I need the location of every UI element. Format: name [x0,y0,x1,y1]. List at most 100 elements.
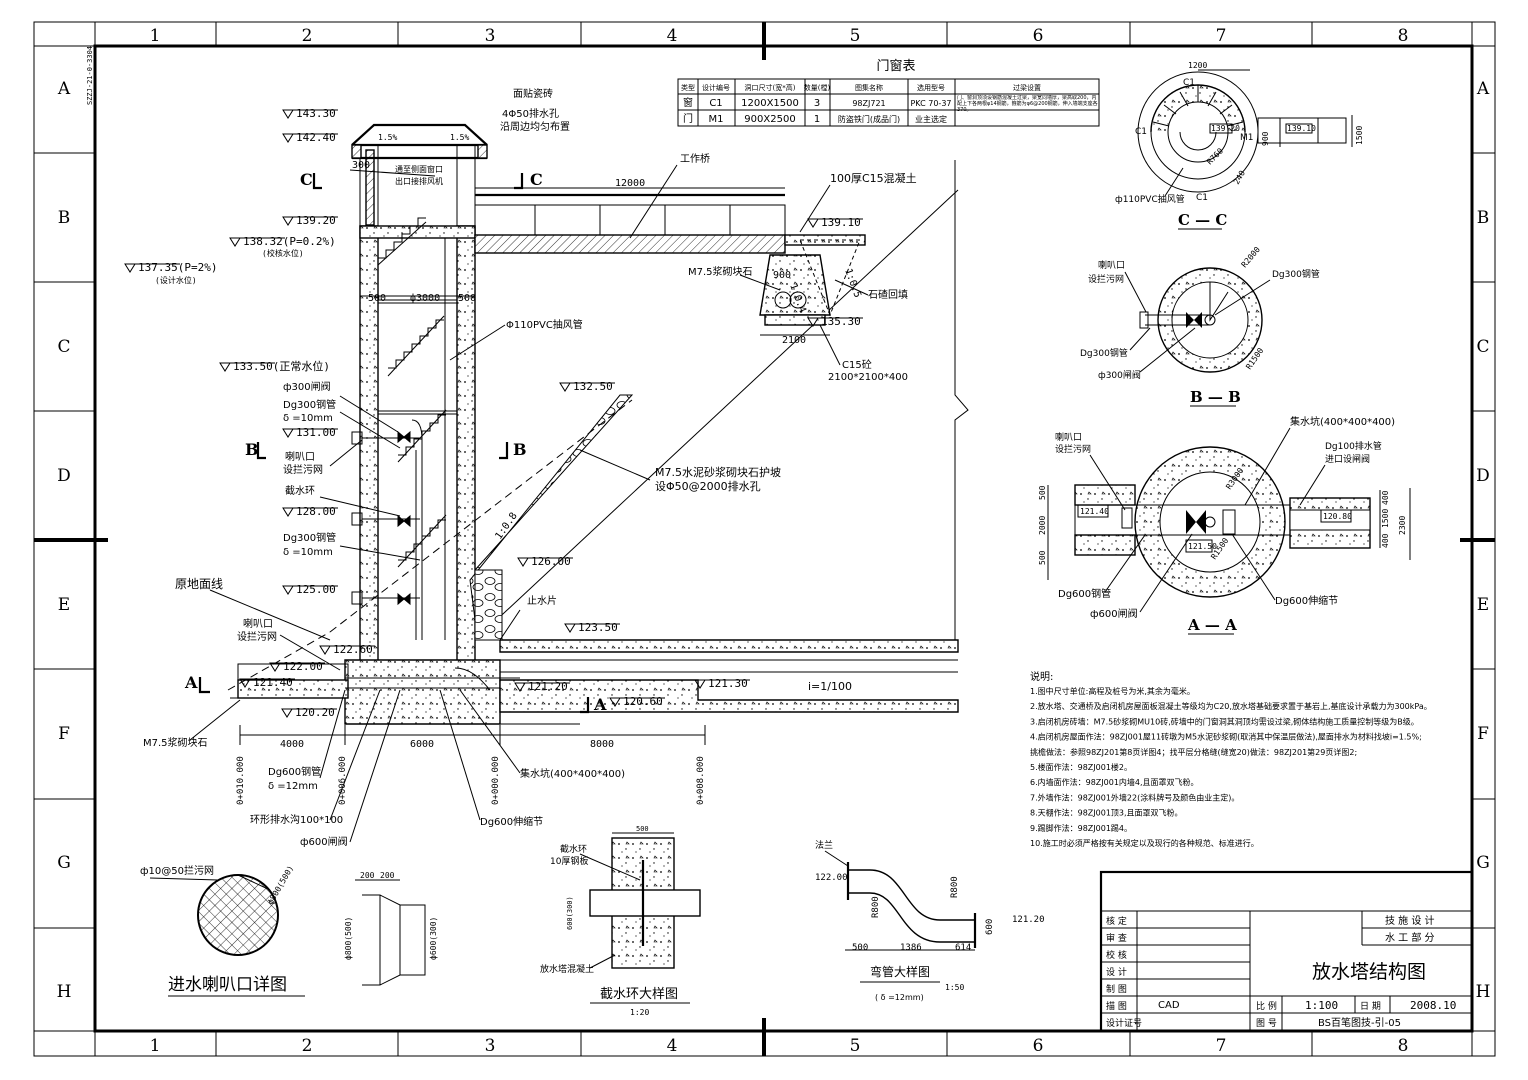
bell-label: 喇叭口 [285,451,315,463]
cc-title: C — C [1178,211,1227,229]
aa-bell: 喇叭口 [1055,431,1082,443]
aa-valve600: ф600闸阀 [1090,607,1138,620]
table-cell: PKC 70-37 [910,99,951,108]
table-header-cell: 选用型号 [917,83,945,92]
table-header-cell: 过梁设置 [1013,83,1041,92]
valve300-label: ф300闸阀 [283,380,331,393]
cc-level-2: 139.10 [1287,124,1316,133]
row-label-left: H [57,982,72,1002]
dim-4000: 4000 [280,739,304,750]
c15-block-label: C15砼 [842,358,872,371]
aa-level-2: 120.80 [1323,512,1352,521]
aa-dim-500-bot: 500 [1038,550,1047,565]
note-item: 3.启闭机房砖墙：M7.5砂浆砌MU10砖,砖墙中的门窗洞其洞顶均需设过梁,砌体… [1030,716,1419,726]
bell-label-2: 喇叭口 [243,618,273,630]
elbow-dim-600: 600 [985,919,995,935]
date-value: 2008.10 [1410,999,1456,1012]
table-header-cell: 类型 [681,83,695,92]
roof-tile-label: 面贴瓷砖 [513,87,553,100]
row-label-left: D [57,466,71,486]
note-item: 4.启闭机房屋面作法：98ZJ001屋11砖墩为M5水泥砂浆砌(取消其中保温层做… [1030,732,1422,742]
row-label-left: A [57,79,71,99]
table-header-cell: 图集名称 [855,83,883,92]
aa-trash: 设拦污网 [1055,443,1091,455]
dim-500-left: 500 [368,293,386,304]
drain-hole-label: 4Φ50排水孔 [502,107,559,120]
col-label-top: 2 [302,26,313,46]
bb-trash: 设拦污网 [1088,273,1124,285]
cc-dim-240: 240 [1232,169,1247,186]
slope-protect-label: M7.5水泥砂浆砌块石护坡 [655,465,781,479]
row-label-left: F [58,724,70,744]
row-label-left: E [58,595,70,615]
elbow-title: 弯管大样图 [870,964,930,979]
ring-dim-600: 600(300) [566,896,574,930]
row-label-right: F [1477,724,1489,744]
row-label-left: G [57,853,71,873]
m75-rock-label-2: M7.5浆砌块石 [143,736,208,749]
aa-dim-500-top: 500 [1038,485,1047,500]
aa-dim-1500: 1500 [1381,509,1390,528]
dg300-label-2: Dg300钢管 [283,531,336,544]
bell-dim-800: ф800(500) [344,917,353,960]
cc-c1-bottom: C1 [1196,193,1208,203]
dim-3000: ф3000 [410,292,440,304]
vent-note2: 出口接排风机 [395,176,443,186]
col-label-top: 1 [150,26,161,46]
bb-dg300-1: Dg300钢管 [1272,268,1320,280]
trash-gate-label: 设拦污网 [283,463,323,476]
cut-a-right: A [593,695,607,714]
drain-hole-layout: 沿周边均匀布置 [500,121,570,133]
col-label-bottom: 4 [667,1036,678,1056]
station-2: 0+006.000 [338,756,348,805]
dim-300: 300 [352,160,370,171]
row-label-right: H [1476,982,1491,1002]
section-bb: 喇叭口 设拦污网 Dg300钢管 Dg300钢管 ф300闸阀 R2000 R1… [1080,245,1320,407]
elbow-dim-614: 614 [955,943,971,953]
col-label-top: 8 [1398,26,1409,46]
dept-1: 技 施 设 计 [1385,914,1435,927]
drain-holes-label: 设Φ50@2000排水孔 [655,479,761,493]
section-aa: 121.40 120.80 121.50 500 2000 500 400 15… [1038,415,1411,635]
aa-dg600: Dg600钢管 [1058,587,1111,600]
elbow-detail: 法兰 122.00 121.20 R800 R800 500 1386 614 … [815,839,1045,1002]
row-label-left: B [58,208,71,228]
table-title: 门窗表 [876,58,915,74]
cc-c1-top: C1 [1183,78,1195,88]
water-stop-label: 止水片 [527,594,557,607]
aa-dim-2300: 2300 [1398,516,1407,535]
col-label-bottom: 7 [1216,1036,1227,1056]
delta10-label-2: δ =10mm [283,547,333,558]
elbow-level-1: 122.00 [815,873,848,883]
lintel-note: 门、窗洞顶须设钢筋混凝土过梁，梁宽同墙厚，梁高取200，内配上下各两根φ14钢筋… [957,95,1098,113]
elevation-note: (校核水位) [262,248,304,258]
elevation-label: 138.32(P=0.2%) [243,235,336,248]
aa-dg100: Dg100排水管 [1325,440,1382,452]
drawn-by: CAD [1158,1000,1180,1011]
cut-c-right: C [530,170,543,189]
elbow-flange: 法兰 [815,839,833,851]
note-item: 8.天棚作法：98ZJ001顶3,且面罩双飞粉。 [1030,808,1183,818]
delta12-label: δ =12mm [268,781,318,792]
bell-dim-200-2: 200 [380,871,395,880]
table-cell: 3 [814,98,820,109]
elevation-label: 133.50(正常水位) [233,359,330,373]
table-header-cell: 设计编号 [702,83,730,92]
backfill-label: 石碴回填 [868,288,908,301]
title-block-label: 设计证号 [1106,1017,1142,1029]
elbow-r800-1: R800 [871,896,881,918]
col-label-bottom: 2 [302,1036,313,1056]
elevation-label: 135.30 [821,315,861,328]
cc-dim-900: 900 [1261,131,1270,146]
aa-level-1: 121.40 [1080,507,1109,516]
elevation-label: 137.35(P=2%) [138,261,217,274]
row-label-right: D [1476,466,1490,486]
elevation-label: 143.30 [296,107,336,120]
elbow-sub: ( δ =12mm) [875,993,924,1002]
elevation-label: 128.00 [296,505,336,518]
bell-dim-600: ф600(300) [429,917,438,960]
elevation-label: 122.00 [283,660,323,673]
elevation-label: 121.30 [708,677,748,690]
